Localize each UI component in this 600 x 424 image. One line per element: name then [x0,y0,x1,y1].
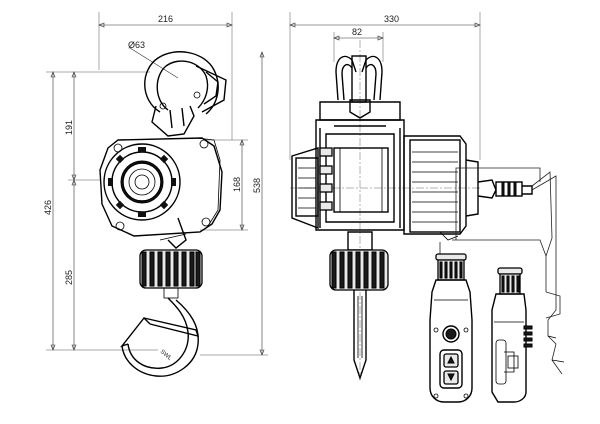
top-hook [144,51,227,137]
side-motor [403,135,479,241]
dim-lower-height: 285 [64,270,74,285]
hook-marking: SWL [159,349,173,362]
dim-width-side: 330 [384,14,399,24]
dim-hook-width: 82 [352,27,362,37]
side-hook [353,290,367,381]
dim-total-height: 426 [43,200,53,215]
front-body [99,137,223,249]
dim-hook-opening: Ø63 [128,40,145,50]
bottom-hook: SWL [120,297,200,377]
control-cables [439,167,565,375]
pendant-side [491,267,533,403]
dim-body-height: 168 [232,177,242,192]
front-view: SWL [99,51,227,377]
cable-connector [477,179,533,199]
side-lower-block [329,231,389,291]
side-view-dimensions: 330 82 [289,12,481,160]
dim-upper-height: 191 [64,120,74,135]
pendant-front [429,253,473,403]
side-view [290,40,565,381]
dim-width-front: 216 [158,14,173,24]
side-body [291,119,405,231]
front-lower-block [139,249,203,299]
front-view-dimensions: 216 Ø63 426 191 285 168 538 [43,12,268,356]
dim-body-height-full: 538 [252,178,262,193]
